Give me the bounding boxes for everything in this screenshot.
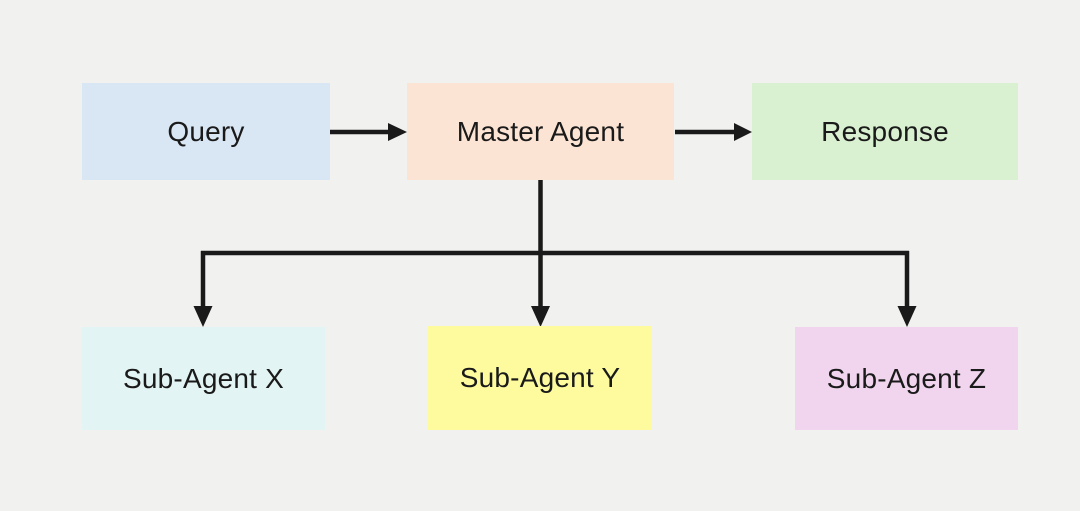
- node-response: Response: [752, 83, 1018, 180]
- node-master-agent-label: Master Agent: [456, 115, 625, 147]
- node-sub-agent-y-label: Sub-Agent Y: [459, 362, 621, 393]
- connector-query-to-master-arrowhead-icon: [388, 123, 407, 141]
- node-sub-agent-z: Sub-Agent Z: [795, 327, 1018, 430]
- connector-branch-to-sub-x-arrowhead-icon: [193, 306, 213, 327]
- connector-master-to-response-arrowhead-icon: [734, 123, 752, 141]
- node-sub-agent-z-label: Sub-Agent Z: [826, 362, 987, 394]
- node-query: Query: [82, 83, 330, 180]
- node-master-agent: Master Agent: [407, 83, 674, 180]
- connector-branch-to-sub-z-arrowhead-icon: [897, 306, 917, 327]
- node-query-label: Query: [167, 115, 245, 147]
- node-sub-agent-y: Sub-Agent Y: [428, 326, 652, 430]
- node-sub-agent-x: Sub-Agent X: [82, 327, 325, 430]
- node-sub-agent-x-label: Sub-Agent X: [123, 362, 284, 394]
- connector-master-to-sub-y-arrowhead-icon: [531, 306, 550, 327]
- node-response-label: Response: [821, 115, 949, 147]
